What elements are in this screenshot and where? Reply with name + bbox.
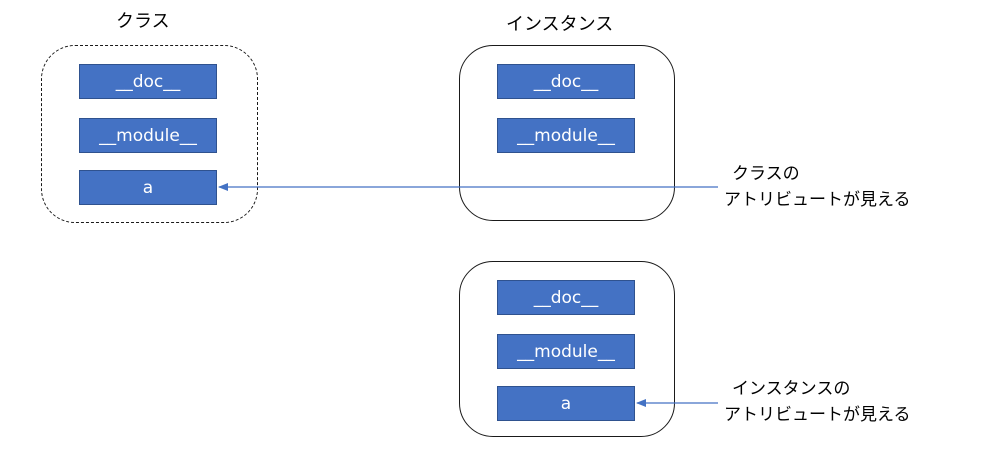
instance2-attr-doc: __doc__ <box>497 280 635 315</box>
instance2-attr-module: __module__ <box>497 334 635 369</box>
instance-attribute-note-line2: アトリビュートが見える <box>724 405 911 425</box>
class-attribute-note: クラスの アトリビュートが見える <box>724 161 911 213</box>
class-title: クラス <box>116 11 170 32</box>
instance1-attr-module: __module__ <box>497 118 635 153</box>
instance-frame-2 <box>459 261 675 437</box>
instance-attribute-note: インスタンスの アトリビュートが見える <box>724 376 911 428</box>
class-attribute-note-line2: アトリビュートが見える <box>724 190 911 210</box>
class-attribute-note-line1: クラスの <box>732 164 800 184</box>
instance1-attr-doc: __doc__ <box>497 64 635 99</box>
instance-attribute-note-line1: インスタンスの <box>732 379 851 399</box>
class-attr-a: a <box>79 170 217 205</box>
class-attr-doc: __doc__ <box>79 64 217 99</box>
class-frame <box>41 45 258 223</box>
class-attr-module: __module__ <box>79 118 217 153</box>
instance-frame-1 <box>459 45 675 221</box>
instance2-attr-a: a <box>497 386 635 421</box>
instance-title: インスタンス <box>506 14 614 35</box>
